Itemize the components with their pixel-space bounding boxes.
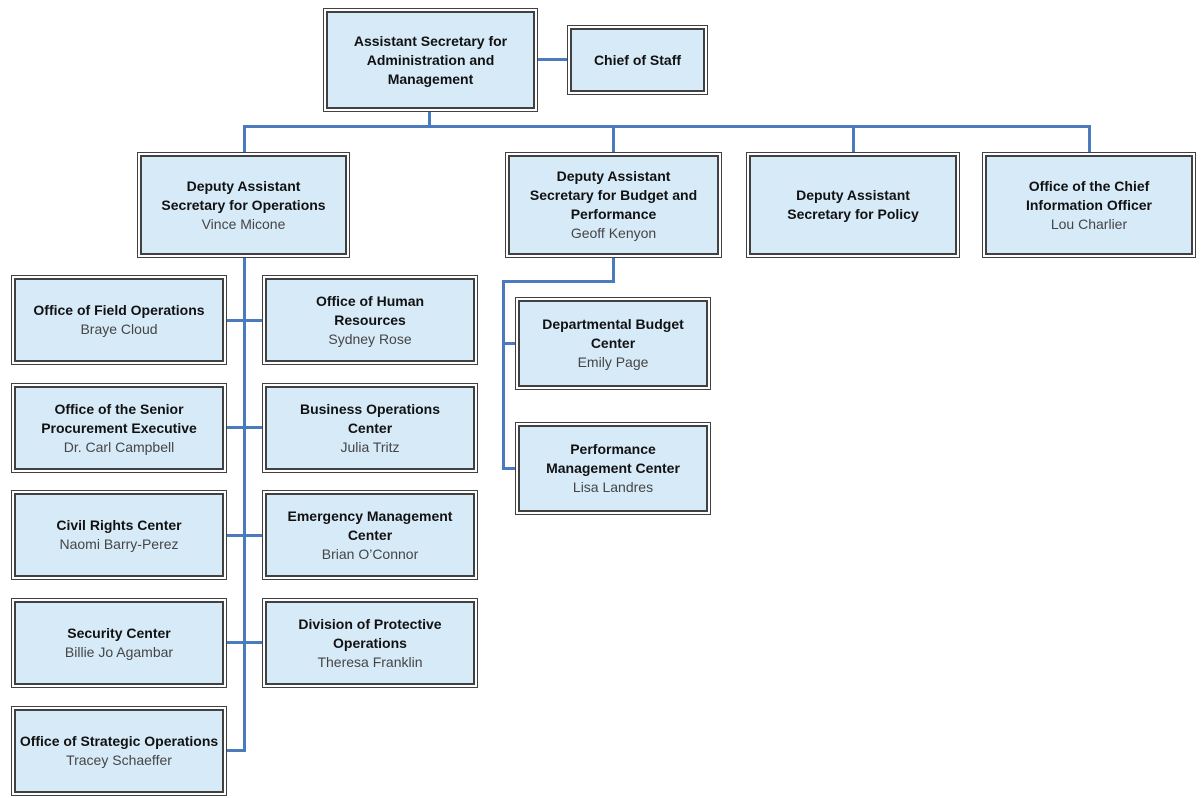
connector-level2-rail [243, 125, 1091, 128]
org-node-body: Division of Protective Operations Theres… [265, 601, 475, 685]
connector-ops-row5-elbow [227, 749, 246, 752]
org-node-person: Theresa Franklin [317, 653, 423, 670]
org-node-body: Deputy Assistant Secretary for Budget an… [508, 155, 719, 255]
org-node-body: Assistant Secretary for Administration a… [326, 11, 535, 109]
org-node-body: Chief of Staff [570, 28, 705, 92]
org-node-das-budget-performance: Deputy Assistant Secretary for Budget an… [505, 152, 722, 258]
connector-drop-ocio [1088, 125, 1091, 153]
org-node-civil-rights-center: Civil Rights Center Naomi Barry-Perez [11, 490, 227, 580]
connector-ops-row3 [227, 534, 263, 537]
org-node-chief-of-staff: Chief of Staff [567, 25, 708, 95]
connector-chief-of-staff [538, 58, 567, 61]
org-node-title: Division of Protective Operations [298, 615, 442, 651]
org-node-title: Assistant Secretary for Administration a… [353, 32, 508, 87]
org-node-body: Business Operations Center Julia Tritz [265, 386, 475, 470]
connector-budget-drop [612, 257, 615, 283]
org-node-title: Civil Rights Center [56, 517, 182, 533]
connector-drop-operations [243, 125, 246, 153]
org-node-title: Chief of Staff [593, 51, 682, 68]
org-node-person: Tracey Schaeffer [66, 752, 172, 768]
connector-budget-spine [502, 280, 505, 470]
org-node-person: Lisa Landres [572, 479, 654, 495]
org-node-body: Office of Strategic Operations Tracey Sc… [14, 709, 224, 793]
org-node-person: Geoff Kenyon [570, 225, 657, 241]
org-node-emergency-management-center: Emergency Management Center Brian O’Conn… [262, 490, 478, 580]
org-node-title: Departmental Budget Center [542, 316, 684, 351]
connector-budget-stub2 [502, 467, 515, 470]
connector-ops-row4 [227, 641, 263, 644]
connector-operations-spine [243, 257, 246, 752]
org-node-body: Office of Field Operations Braye Cloud [14, 278, 224, 362]
connector-budget-jog [502, 280, 615, 283]
org-node-assistant-secretary-admin-mgmt: Assistant Secretary for Administration a… [323, 8, 538, 112]
org-node-body: Deputy Assistant Secretary for Policy [749, 155, 957, 255]
org-node-title: Office of Human Resources [315, 292, 425, 328]
org-node-body: Deputy Assistant Secretary for Operation… [140, 155, 347, 255]
org-node-title: Emergency Management Center [287, 507, 453, 543]
org-node-body: Office of the Chief Information Officer … [985, 155, 1193, 255]
org-node-security-center: Security Center Billie Jo Agambar [11, 598, 227, 688]
org-node-body: Office of the Senior Procurement Executi… [14, 386, 224, 470]
org-node-title: Business Operations Center [299, 400, 441, 436]
org-node-title: Security Center [67, 625, 171, 641]
connector-drop-budget [612, 125, 615, 153]
org-node-ocio: Office of the Chief Information Officer … [982, 152, 1196, 258]
org-node-body: Departmental Budget Center Emily Page [518, 300, 708, 387]
org-node-title: Office of the Chief Information Officer [1025, 177, 1152, 213]
org-node-human-resources: Office of Human Resources Sydney Rose [262, 275, 478, 365]
org-node-title: Deputy Assistant Secretary for Operation… [161, 177, 326, 213]
org-node-strategic-operations: Office of Strategic Operations Tracey Sc… [11, 706, 227, 796]
org-node-person: Billie Jo Agambar [64, 644, 174, 660]
org-node-body: Office of Human Resources Sydney Rose [265, 278, 475, 362]
org-node-title: Deputy Assistant Secretary for Policy [787, 187, 919, 222]
org-node-das-operations: Deputy Assistant Secretary for Operation… [137, 152, 350, 258]
org-node-title: Office of Strategic Operations [19, 733, 219, 749]
org-node-title: Performance Management Center [546, 441, 680, 476]
org-node-body: Emergency Management Center Brian O’Conn… [265, 493, 475, 577]
org-node-person: Emily Page [577, 354, 649, 370]
org-node-person: Naomi Barry-Perez [59, 536, 179, 552]
org-node-title: Office of Field Operations [33, 302, 205, 318]
org-node-body: Performance Management Center Lisa Landr… [518, 425, 708, 512]
org-node-person: Dr. Carl Campbell [63, 438, 175, 455]
org-node-person: Brian O’Connor [321, 545, 419, 562]
org-node-body: Security Center Billie Jo Agambar [14, 601, 224, 685]
org-node-person: Lou Charlier [1050, 215, 1128, 232]
connector-drop-policy [852, 125, 855, 153]
org-node-body: Civil Rights Center Naomi Barry-Perez [14, 493, 224, 577]
org-node-title: Office of the Senior Procurement Executi… [41, 400, 197, 436]
org-node-das-policy: Deputy Assistant Secretary for Policy [746, 152, 960, 258]
org-node-field-operations: Office of Field Operations Braye Cloud [11, 275, 227, 365]
org-node-person: Vince Micone [201, 215, 286, 232]
org-node-senior-procurement: Office of the Senior Procurement Executi… [11, 383, 227, 473]
org-node-protective-operations: Division of Protective Operations Theres… [262, 598, 478, 688]
org-node-person: Sydney Rose [328, 330, 412, 347]
org-node-title: Deputy Assistant Secretary for Budget an… [529, 168, 698, 222]
org-node-business-operations-center: Business Operations Center Julia Tritz [262, 383, 478, 473]
connector-budget-stub1 [502, 342, 515, 345]
org-node-departmental-budget-center: Departmental Budget Center Emily Page [515, 297, 711, 390]
connector-ops-row2 [227, 426, 263, 429]
connector-ops-row1 [227, 319, 263, 322]
org-node-performance-management-center: Performance Management Center Lisa Landr… [515, 422, 711, 515]
connector-top-drop [428, 110, 431, 127]
org-node-person: Julia Tritz [340, 438, 400, 455]
org-node-person: Braye Cloud [80, 321, 158, 337]
